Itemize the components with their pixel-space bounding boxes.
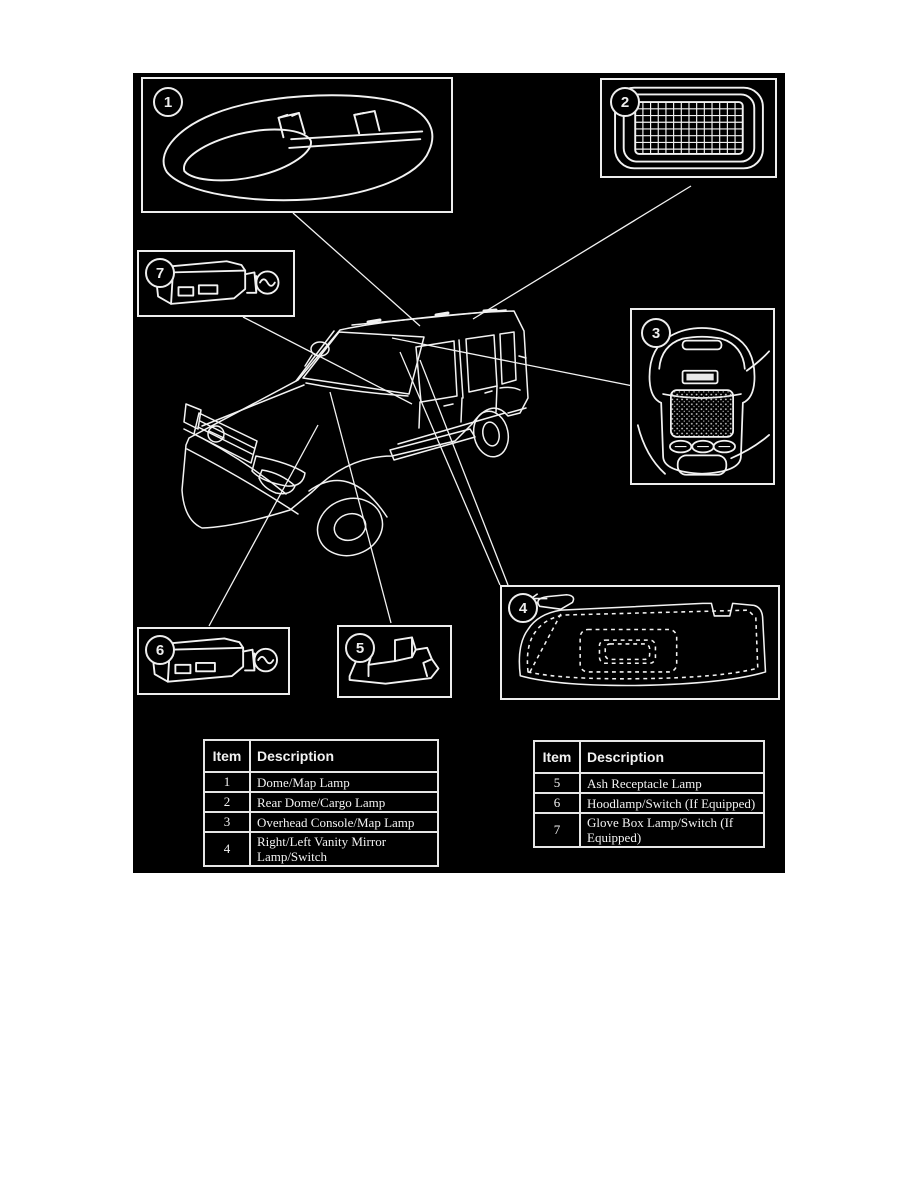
item-description: Right/Left Vanity Mirror Lamp/Switch (249, 831, 439, 867)
callout-box-hoodlamp-switch: 6 (137, 627, 290, 695)
description-column-header: Description (249, 739, 439, 773)
item-number: 4 (203, 831, 251, 867)
legend-table-items-1-4: Item Description 1 Dome/Map Lamp 2 Rear … (203, 739, 439, 867)
description-column-header: Description (579, 740, 765, 774)
callout-number-3: 3 (641, 318, 671, 348)
leader-lines (208, 185, 692, 627)
table-header-row: Item Description (533, 740, 765, 774)
callout-1-label: 1 (163, 93, 173, 111)
item-column-header: Item (533, 740, 581, 774)
console-switch (686, 373, 714, 381)
item-number: 6 (533, 792, 581, 814)
item-description: Rear Dome/Cargo Lamp (249, 791, 439, 813)
table-row: 1 Dome/Map Lamp (203, 771, 439, 793)
table-row: 5 Ash Receptacle Lamp (533, 772, 765, 794)
callout-box-vanity-mirror: 4 (500, 585, 780, 700)
callout-number-7: 7 (145, 258, 175, 288)
table-header-row: Item Description (203, 739, 439, 773)
callout-box-overhead-console: 3 (630, 308, 775, 485)
vanity-mirror-drawing (518, 593, 767, 687)
item-column-header: Item (203, 739, 251, 773)
overhead-console-drawing (636, 327, 770, 476)
callout-6-label: 6 (155, 641, 165, 659)
item-number: 1 (203, 771, 251, 793)
item-description: Dome/Map Lamp (249, 771, 439, 793)
callout-number-6: 6 (145, 635, 175, 665)
interior-lamp-location-diagram: 1 2 (133, 73, 785, 873)
callout-4-label: 4 (518, 599, 528, 617)
callout-7-label: 7 (155, 264, 165, 282)
table-row: 6 Hoodlamp/Switch (If Equipped) (533, 792, 765, 814)
vehicle-drawing (181, 308, 529, 557)
diagram-art (181, 185, 692, 627)
table-row: 4 Right/Left Vanity Mirror Lamp/Switch (203, 831, 439, 867)
legend-table-items-5-7: Item Description 5 Ash Receptacle Lamp 6… (533, 740, 765, 848)
item-number: 2 (203, 791, 251, 813)
item-number: 3 (203, 811, 251, 833)
table-row: 3 Overhead Console/Map Lamp (203, 811, 439, 833)
item-description: Ash Receptacle Lamp (579, 772, 765, 794)
item-description: Overhead Console/Map Lamp (249, 811, 439, 833)
callout-box-glove-box-lamp-switch: 7 (137, 250, 295, 317)
item-number: 7 (533, 812, 581, 848)
table-row: 2 Rear Dome/Cargo Lamp (203, 791, 439, 813)
callout-box-ash-receptacle-lamp: 5 (337, 625, 452, 698)
callout-number-5: 5 (345, 633, 375, 663)
dome-map-lamp-drawing (162, 94, 434, 202)
item-description: Glove Box Lamp/Switch (If Equipped) (579, 812, 765, 848)
rear-dome-cargo-lamp-drawing (614, 86, 764, 170)
item-number: 5 (533, 772, 581, 794)
callout-box-rear-dome-cargo-lamp: 2 (600, 78, 777, 178)
table-row: 7 Glove Box Lamp/Switch (If Equipped) (533, 812, 765, 848)
callout-number-2: 2 (610, 87, 640, 117)
callout-box-dome-map-lamp: 1 (141, 77, 453, 213)
callout-number-4: 4 (508, 593, 538, 623)
callout-3-label: 3 (651, 324, 661, 342)
item-description: Hoodlamp/Switch (If Equipped) (579, 792, 765, 814)
callout-2-label: 2 (620, 93, 630, 111)
callout-5-label: 5 (355, 639, 365, 657)
callout-number-1: 1 (153, 87, 183, 117)
